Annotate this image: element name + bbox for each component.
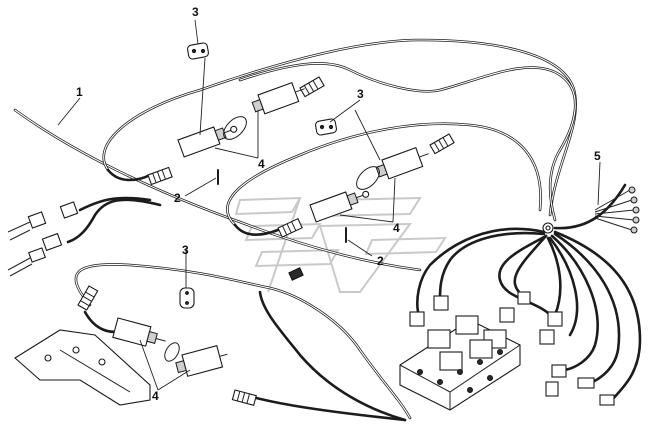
callout-5: 5 (594, 149, 601, 163)
switch-lower-left (112, 317, 166, 347)
callout-1: 1 (76, 85, 83, 99)
leader-lines (57, 19, 601, 391)
plate-lower (179, 287, 195, 309)
harness-connectors (77, 76, 554, 407)
switch-middle-left (309, 190, 370, 223)
right-fanout-harness (416, 183, 642, 402)
screws (217, 169, 347, 243)
main-cable (13, 108, 422, 272)
plate-top (187, 42, 209, 60)
callout-2-lower: 2 (377, 254, 384, 268)
left-sensors (7, 201, 79, 277)
cable-fork-5 (594, 186, 640, 234)
switch-middle-right (375, 146, 429, 180)
callout-4-lower: 4 (152, 389, 159, 403)
switch-lower-right (175, 345, 228, 377)
fuse-box (399, 315, 521, 411)
callout-3-lower: 3 (182, 243, 189, 257)
upper-harness-loop (102, 38, 577, 222)
left-branch-wires (66, 196, 162, 244)
callout-3-top: 3 (192, 5, 199, 19)
mounting-bracket (14, 329, 151, 406)
fan-connectors (409, 291, 615, 406)
lower-harness-loop (74, 263, 412, 422)
gaskets (164, 116, 380, 362)
plate-middle (315, 118, 337, 136)
callout-2-upper: 2 (174, 191, 181, 205)
callout-3-middle: 3 (357, 87, 364, 101)
callout-4-upper: 4 (258, 157, 265, 171)
callout-4-middle: 4 (393, 221, 400, 235)
middle-harness-loop (226, 122, 542, 236)
switch-upper-right (251, 81, 305, 115)
callout-labels: 1 2 2 3 3 3 4 4 4 5 (76, 5, 601, 403)
switch-upper-left (177, 125, 238, 158)
